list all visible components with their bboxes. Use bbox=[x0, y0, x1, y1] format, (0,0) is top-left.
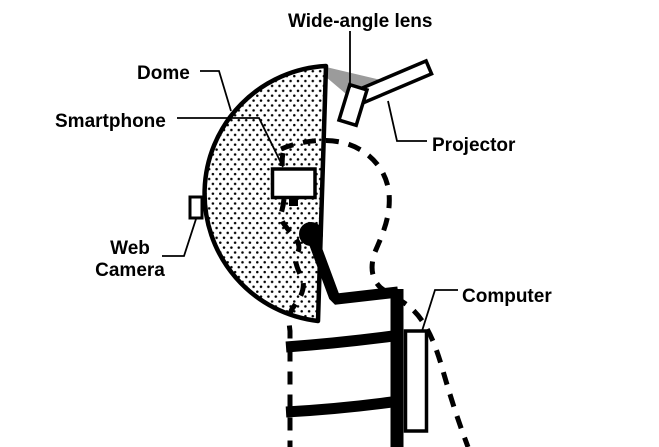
projection-light-cone bbox=[326, 67, 398, 99]
support-arm bbox=[305, 232, 399, 305]
computer-rect bbox=[403, 329, 429, 433]
smartphone-mount-stub bbox=[289, 196, 298, 206]
smartphone-rect bbox=[270, 167, 317, 200]
dome-shape bbox=[202, 63, 329, 324]
smartphone-leader-line bbox=[177, 117, 284, 168]
frame-bottom-bar bbox=[285, 396, 393, 418]
ball-joint bbox=[299, 222, 323, 246]
dome-stipple-surface bbox=[202, 63, 329, 324]
wide-angle-lens-label: Wide-angle lens bbox=[288, 11, 432, 32]
web-camera-rect bbox=[188, 195, 204, 220]
smartphone-label: Smartphone bbox=[55, 111, 166, 132]
face-front-outline-dashed bbox=[278, 152, 306, 447]
wide-angle-lens-rect bbox=[336, 82, 370, 128]
computer-label: Computer bbox=[462, 286, 552, 307]
dome-leader-line bbox=[200, 70, 232, 112]
web-camera-label-line1: Web bbox=[110, 238, 150, 259]
dome-label: Dome bbox=[137, 63, 190, 84]
frame-middle-bar bbox=[285, 330, 394, 353]
projector-leader-line bbox=[387, 100, 427, 142]
head-back-outline-dashed bbox=[280, 137, 471, 447]
projector-label: Projector bbox=[432, 135, 516, 156]
web-camera-leader-line bbox=[162, 218, 197, 257]
computer-leader-line bbox=[421, 289, 458, 332]
web-camera-label-line2: Camera bbox=[95, 260, 165, 281]
